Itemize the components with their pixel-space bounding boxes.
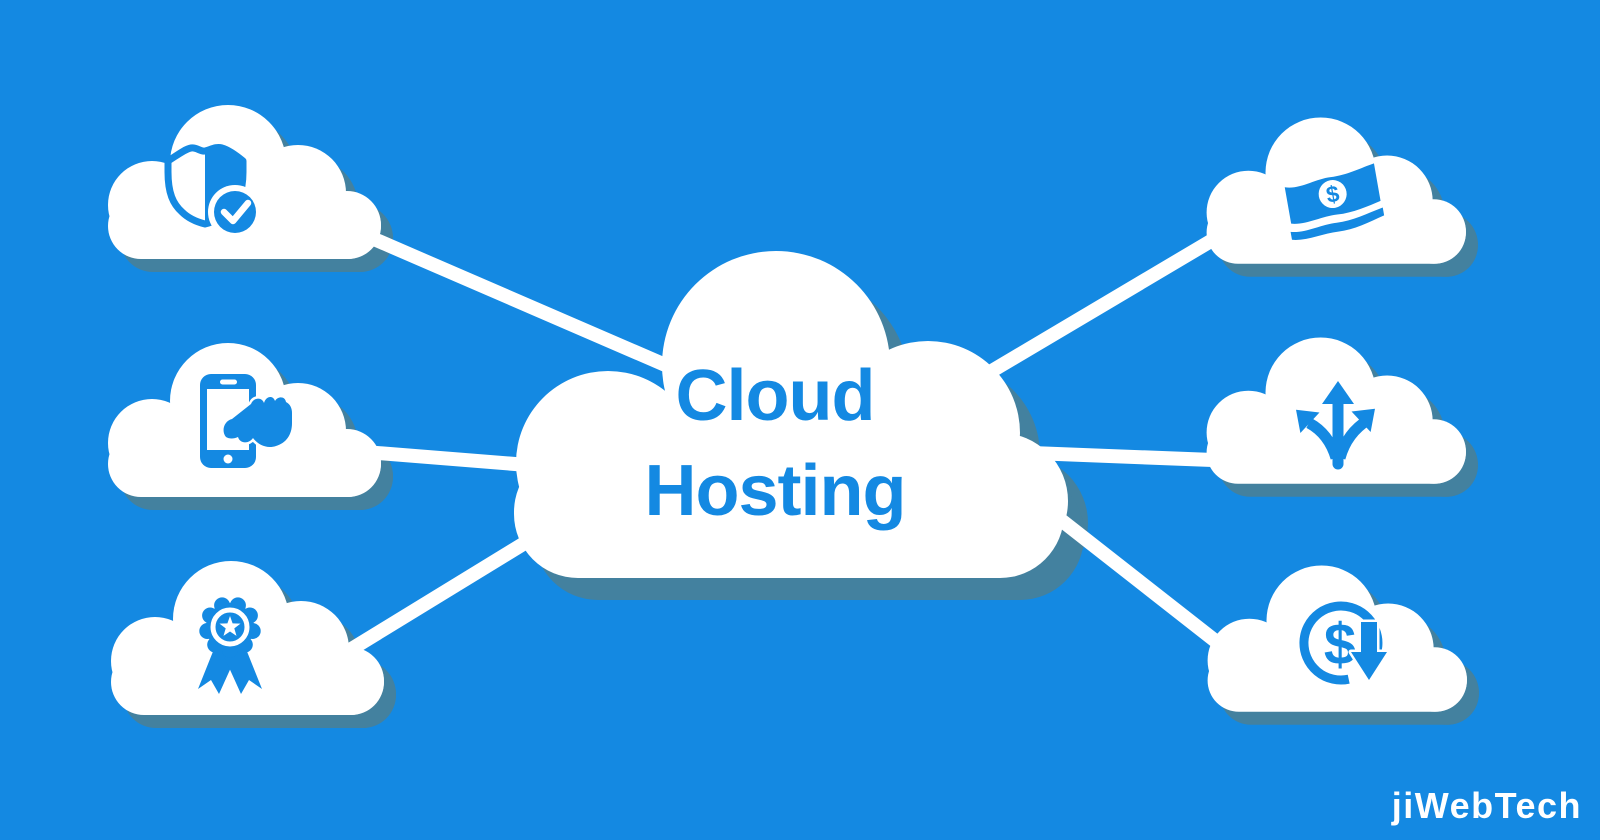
center-title-line1: Cloud (676, 356, 875, 436)
award-ribbon-icon (198, 597, 262, 694)
dollar-decrease-icon: $ (1299, 601, 1390, 685)
three-way-arrows-icon (1296, 381, 1375, 470)
star (219, 616, 241, 636)
center-title-line2: Hosting (645, 451, 906, 531)
connector-line-top-left (327, 213, 703, 387)
brand-logo: jiWebTech (1391, 785, 1582, 826)
checkmark (220, 199, 252, 225)
money-bill-icon: $ (1284, 163, 1385, 240)
bill-wave-edge (1290, 207, 1385, 240)
bill-dollar-sign: $ (1324, 180, 1341, 208)
phone-touch-icon (200, 374, 295, 468)
phone-home-button (223, 454, 233, 464)
phone-speaker (220, 379, 237, 385)
down-arrow (1348, 619, 1390, 683)
hand-cursor (221, 394, 295, 450)
shield-check-icon (164, 143, 262, 239)
circle-dollar-sign: $ (1324, 612, 1356, 677)
